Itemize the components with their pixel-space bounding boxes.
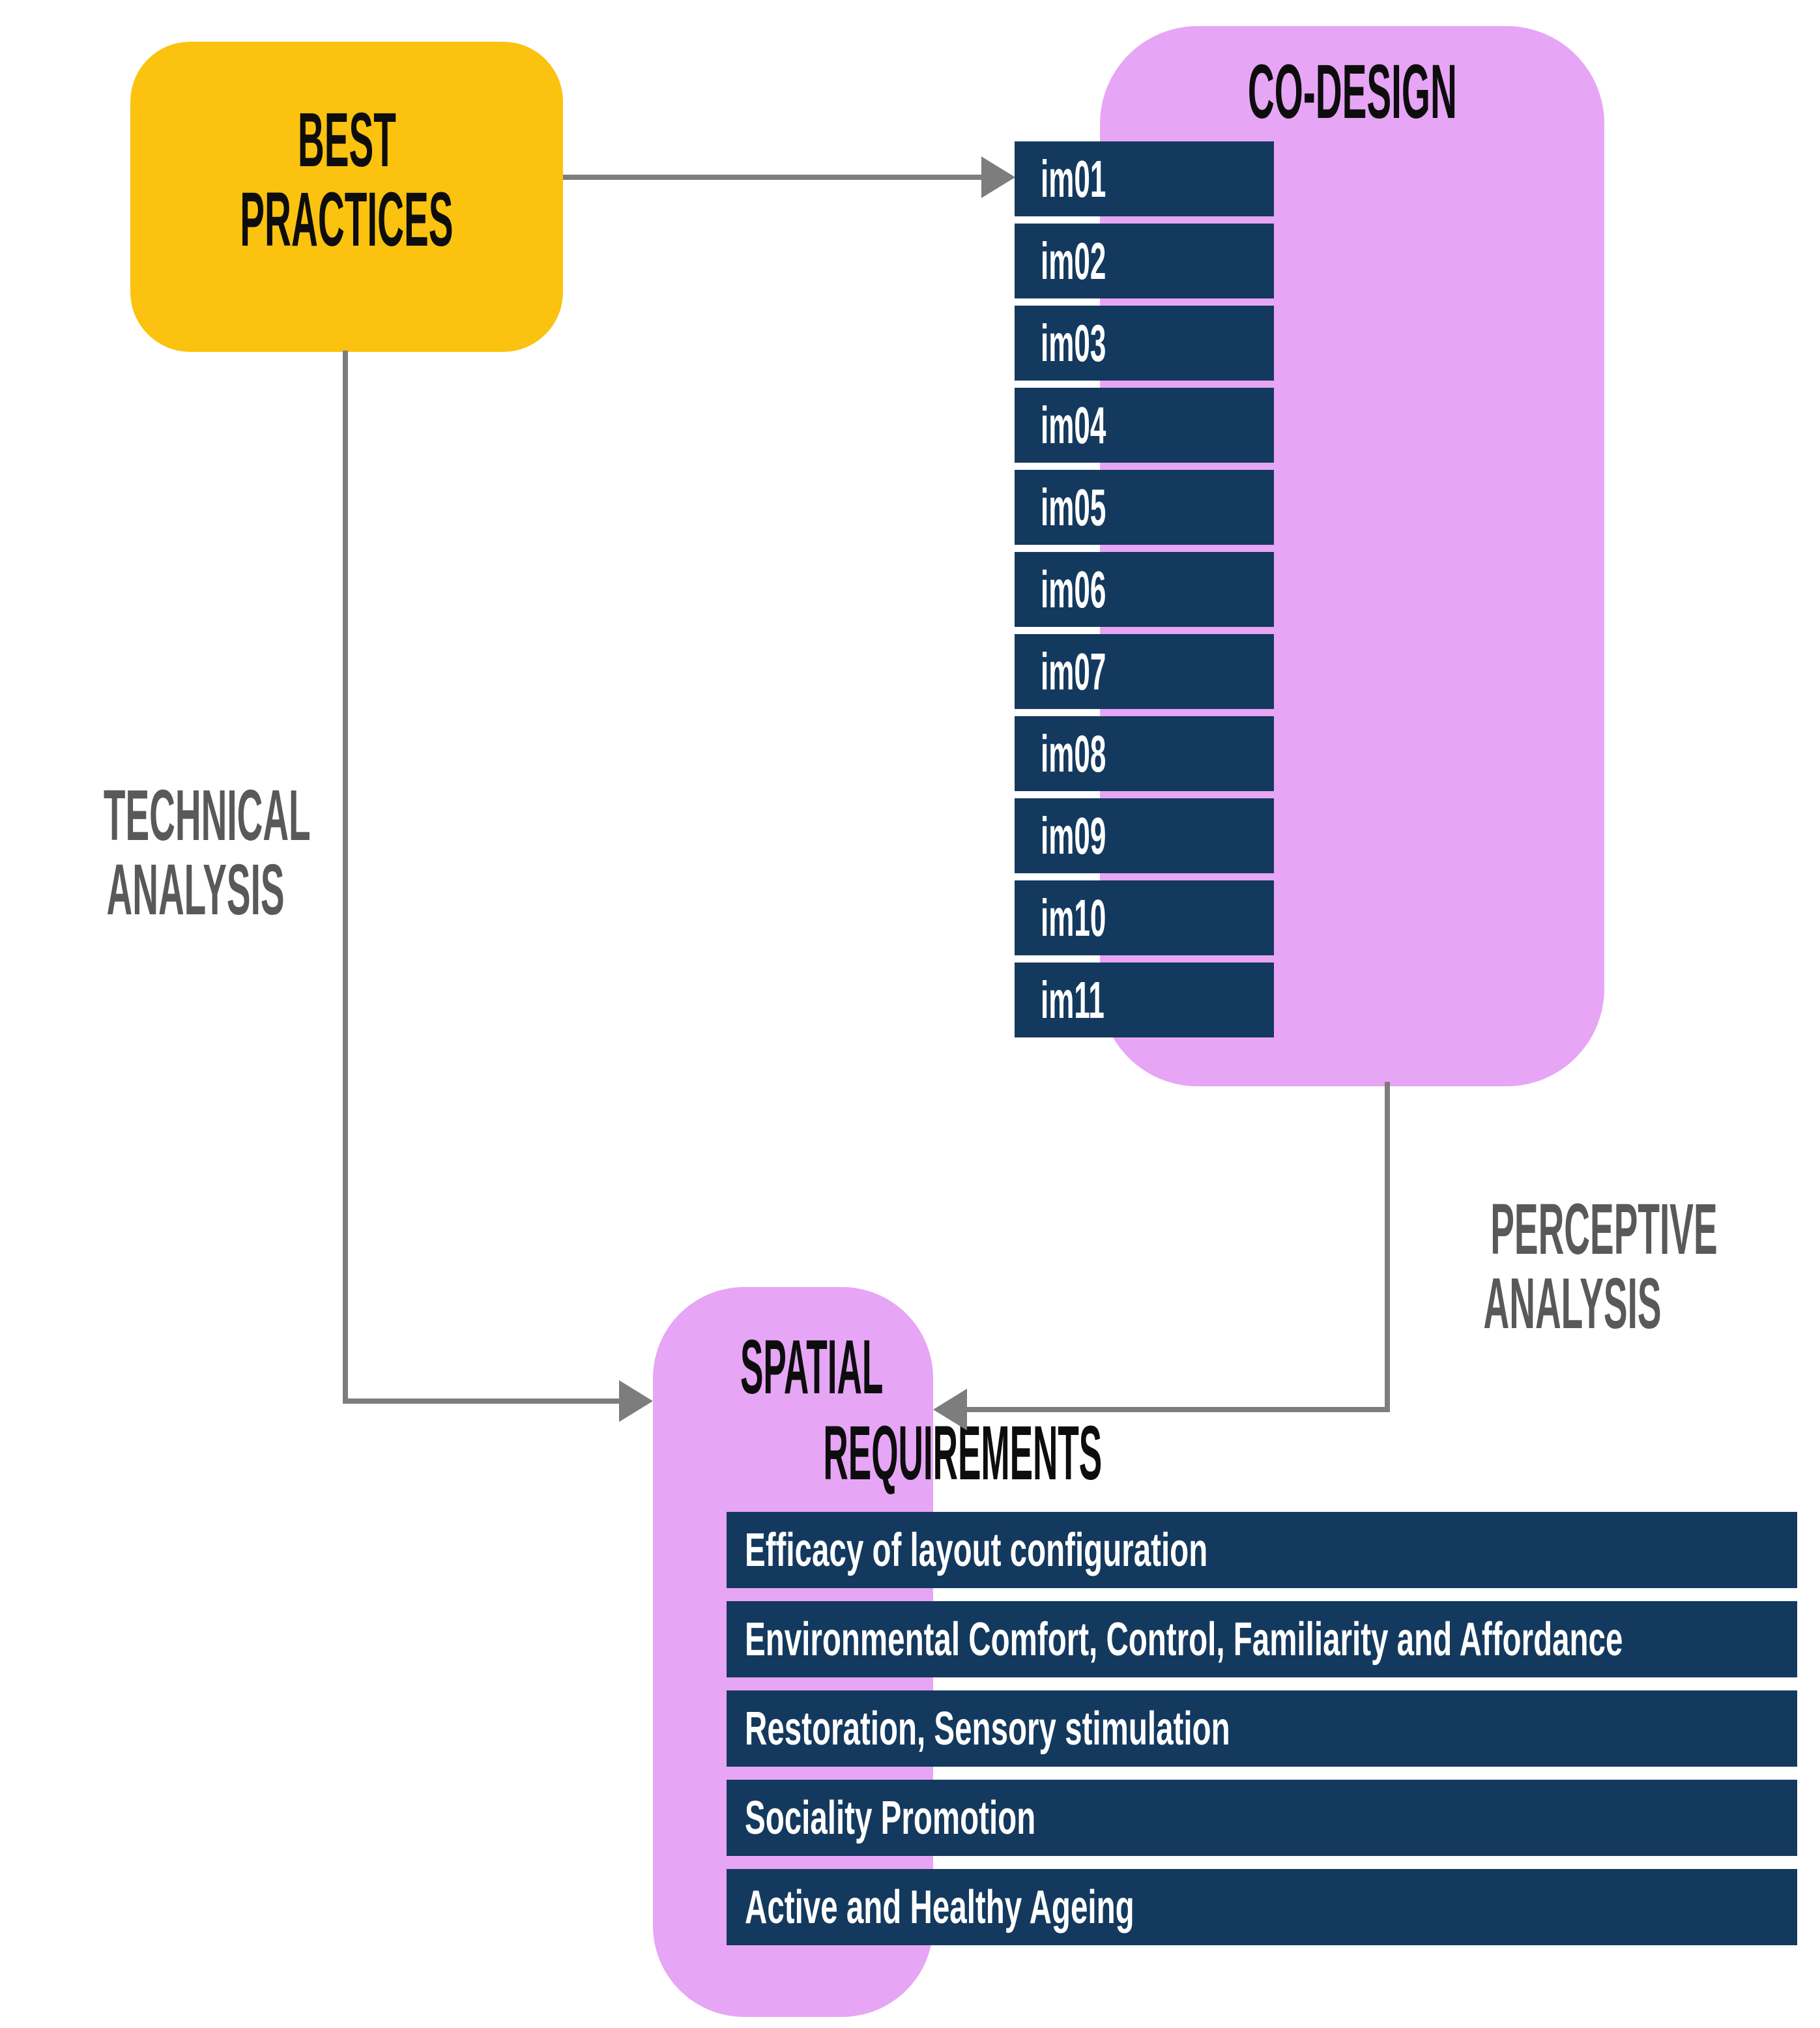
codesign-image-bar: im06: [1015, 552, 1274, 627]
spatial-requirement-bar-label: Environmental Comfort, Control, Familiar…: [745, 1613, 1623, 1666]
codesign-image-bar: im07: [1015, 634, 1274, 709]
spatial-requirement-bar-label: Active and Healthy Ageing: [745, 1881, 1134, 1934]
codesign-image-bar: im11: [1015, 963, 1274, 1037]
connector-technical-vertical: [343, 351, 348, 1404]
best-practices-line2: PRACTICES: [240, 177, 454, 263]
codesign-image-bar-label: im11: [1041, 970, 1105, 1029]
codesign-image-bar-label: im03: [1041, 313, 1106, 372]
connector-perceptive-horizontal: [967, 1407, 1390, 1412]
codesign-image-bar-label: im08: [1041, 724, 1106, 783]
spatial-title-line1: SPATIAL: [740, 1324, 884, 1410]
arrowhead-into-codesign-icon: [981, 156, 1015, 198]
codesign-image-bar: im08: [1015, 716, 1274, 791]
codesign-image-bar: im04: [1015, 388, 1274, 463]
codesign-image-bar-label: im06: [1041, 560, 1106, 618]
spatial-requirement-bar-label: Restoration, Sensory stimulation: [745, 1702, 1230, 1755]
technical-analysis-line2: ANALYSIS: [106, 850, 285, 930]
connector-best-to-codesign: [563, 175, 981, 180]
codesign-image-bar: im05: [1015, 470, 1274, 545]
codesign-image-bar: im03: [1015, 306, 1274, 381]
spatial-requirement-bar: Efficacy of layout configuration: [727, 1512, 1797, 1588]
codesign-title: CO-DESIGN: [1100, 51, 1604, 133]
codesign-image-bar: im01: [1015, 141, 1274, 216]
spatial-requirement-bar: Active and Healthy Ageing: [727, 1869, 1797, 1945]
perceptive-analysis-line2: ANALYSIS: [1483, 1264, 1662, 1344]
best-practices-box: BEST PRACTICES: [130, 42, 563, 352]
spatial-requirement-bar: Sociality Promotion: [727, 1780, 1797, 1856]
arrowhead-into-spatial-right-icon: [933, 1389, 967, 1430]
technical-analysis-line1: TECHNICAL: [103, 775, 311, 856]
codesign-image-bar: im10: [1015, 880, 1274, 955]
spatial-requirement-bar: Environmental Comfort, Control, Familiar…: [727, 1601, 1797, 1677]
arrowhead-into-spatial-left-icon: [619, 1380, 653, 1422]
codesign-image-bar-label: im07: [1041, 642, 1106, 701]
codesign-image-bar-label: im04: [1041, 396, 1106, 454]
connector-technical-horizontal: [343, 1398, 619, 1404]
technical-analysis-label: TECHNICAL ANALYSIS: [0, 779, 391, 927]
codesign-image-bar-label: im09: [1041, 806, 1106, 865]
codesign-title-text: CO-DESIGN: [1247, 49, 1457, 135]
perceptive-analysis-line1: PERCEPTIVE: [1490, 1189, 1718, 1269]
best-practices-line1: BEST: [297, 97, 396, 183]
codesign-image-bar: im09: [1015, 798, 1274, 873]
spatial-requirement-bar-label: Efficacy of layout configuration: [745, 1524, 1208, 1576]
spatial-requirement-bar: Restoration, Sensory stimulation: [727, 1690, 1797, 1767]
codesign-image-bar-label: im05: [1041, 478, 1106, 536]
codesign-image-bar: im02: [1015, 224, 1274, 298]
codesign-image-bar-label: im10: [1041, 888, 1106, 947]
spatial-requirement-bar-label: Sociality Promotion: [745, 1791, 1036, 1844]
codesign-image-bar-label: im01: [1041, 149, 1106, 208]
connector-perceptive-vertical: [1385, 1082, 1390, 1412]
codesign-image-bar-label: im02: [1041, 231, 1106, 290]
perceptive-analysis-label: PERCEPTIVE ANALYSIS: [1377, 1193, 1768, 1341]
